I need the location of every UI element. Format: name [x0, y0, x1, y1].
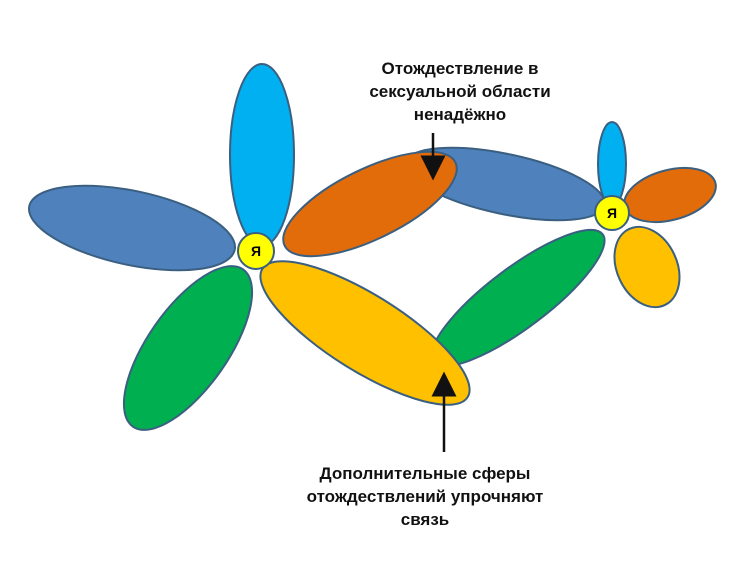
left-blue-petal — [28, 184, 236, 272]
right-yellow-petal — [613, 225, 681, 309]
top-annotation: Отождествление в сексуальной области нен… — [340, 57, 580, 126]
left-self-label: Я — [251, 243, 261, 259]
left-green-petal — [122, 265, 254, 431]
right-lightblue-petal — [597, 121, 627, 207]
left-lightblue-petal — [229, 63, 295, 247]
top-annotation-line: ненадёжно — [413, 105, 507, 124]
right-self-label: Я — [607, 205, 617, 221]
right-self-circle — [594, 195, 630, 231]
top-annotation-line: Отождествление в — [381, 59, 539, 78]
top-annotation-line: сексуальной области — [369, 82, 551, 101]
bottom-annotation-line: связь — [400, 510, 450, 529]
right-orange-petal — [623, 166, 717, 224]
left-self-circle — [237, 232, 275, 270]
bottom-annotation-line: Дополнительные сферы — [319, 464, 531, 483]
bottom-annotation-line: отождествлений упрочняют — [306, 487, 544, 506]
bottom-annotation: Дополнительные сферы отождествлений упро… — [270, 462, 580, 531]
left-orange-petal — [282, 150, 458, 258]
